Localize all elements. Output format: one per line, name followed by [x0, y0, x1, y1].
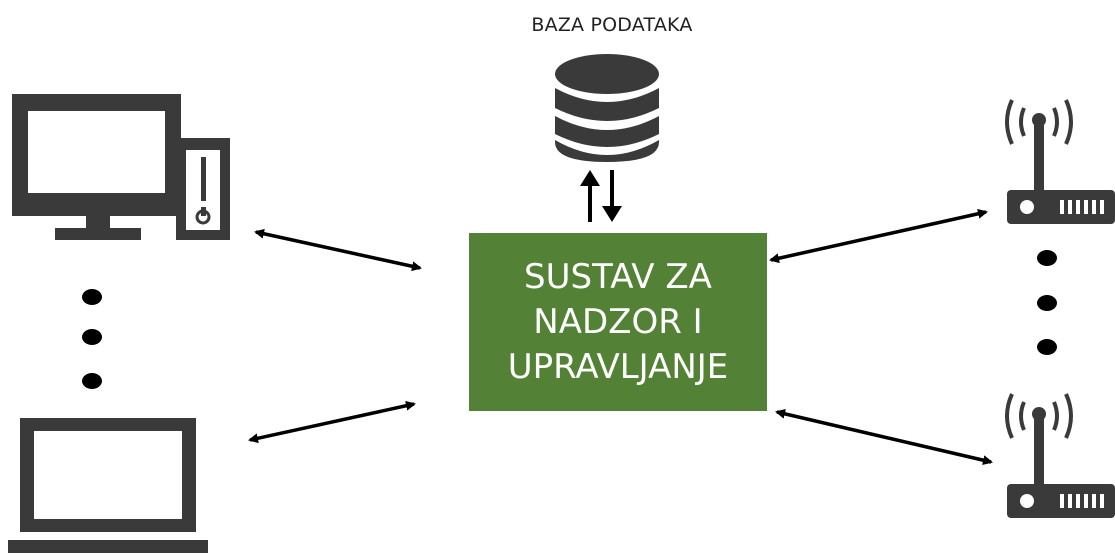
arrow-center-router-bottom	[775, 408, 993, 466]
laptop-icon	[8, 418, 208, 553]
db-up-arrow	[580, 170, 600, 222]
right-ellipsis	[1037, 250, 1057, 355]
db-down-arrow	[602, 170, 622, 222]
database-label: BAZA PODATAKA	[531, 14, 693, 36]
monitoring-system-box: SUSTAV ZA NADZOR I UPRAVLJANJE	[469, 233, 767, 411]
left-ellipsis	[82, 289, 102, 389]
desktop-computer-icon	[12, 94, 230, 240]
wireless-router-icon	[1005, 99, 1115, 224]
wireless-router-icon	[1005, 393, 1115, 518]
arrow-laptop-center	[248, 400, 416, 444]
arrow-center-router-top	[769, 208, 988, 264]
arrow-desktop-center	[254, 228, 422, 272]
database-icon	[555, 54, 659, 162]
monitoring-system-label: SUSTAV ZA NADZOR I UPRAVLJANJE	[507, 256, 729, 387]
